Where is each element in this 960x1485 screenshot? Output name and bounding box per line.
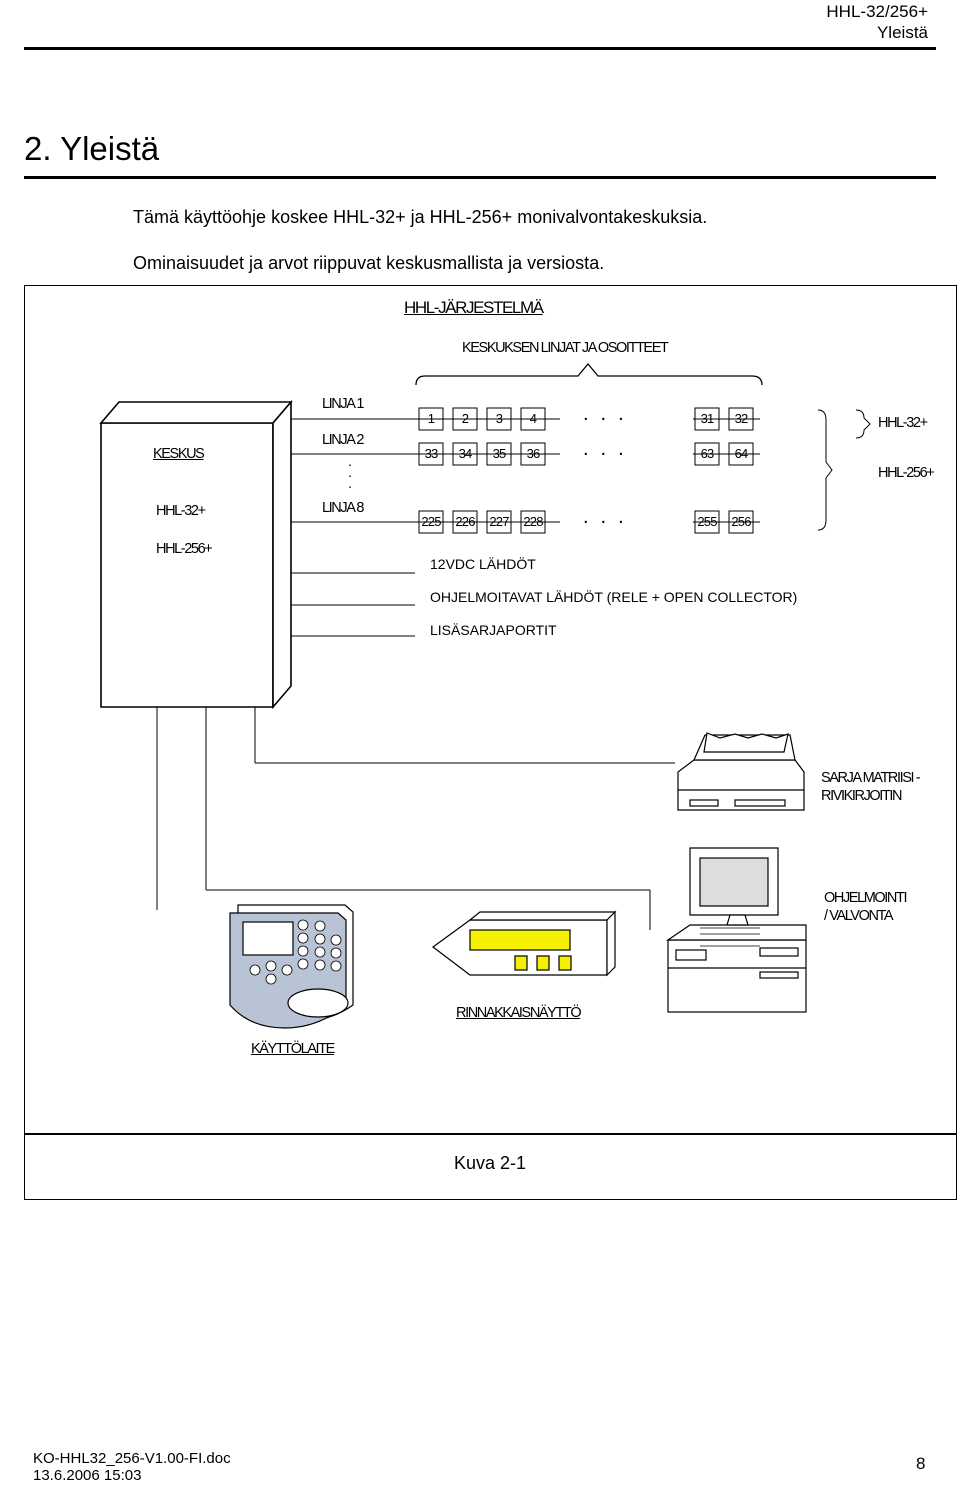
serial-ports-label: LISÄSARJAPORTIT [430,622,557,638]
address-2: 2 [461,411,469,426]
keypad-brand-logo: HHL [260,907,275,914]
address-32: 32 [734,411,749,426]
section-title-rule [24,176,936,179]
printer-label-line-2: RIVIKIRJOITIN [821,788,902,804]
figure-caption: Kuva 2-1 [453,1153,527,1173]
address-35: 35 [492,446,507,461]
address-64: 64 [734,446,749,461]
line-1-label: LINJA 1 [322,396,364,412]
line-8-label: LINJA 8 [322,500,364,516]
page-number: 8 [916,1454,926,1473]
central-model-1: HHL-32+ [156,503,206,519]
header-rule [24,47,936,50]
address-226: 226 [455,514,475,529]
address-row-3-ellipsis: ... [583,506,636,528]
system-title: HHL-JÄRJESTELMÄ [404,298,544,317]
intro-line-2: Ominaisuudet ja arvot riippuvat keskusma… [133,253,605,273]
pc-label-line-2: / VALVONTA [824,908,894,924]
printer-graphic [677,732,805,811]
address-225: 225 [421,514,441,529]
computer-graphic [666,847,807,1013]
address-3: 3 [495,411,503,426]
central-model-2: HHL-256+ [156,541,213,557]
address-63: 63 [700,446,715,461]
central-unit-label: KESKUS [153,446,205,462]
address-255: 255 [697,514,717,529]
keypad-graphic [229,904,354,1029]
address-row-1-ellipsis: ... [583,403,636,425]
header-section-name: Yleistä [876,23,928,42]
printer-label-line-1: SARJA MATRIISI - [821,770,921,786]
document-title: HHL-32/256+ [826,2,928,21]
address-34: 34 [458,446,473,461]
line-vertical-ellipsis: ... [348,453,352,491]
address-227: 227 [489,514,509,529]
parallel-display-graphic [431,910,617,977]
programmable-outputs-label: OHJELMOITAVAT LÄHDÖT (RELE + OPEN COLLEC… [430,589,798,605]
pc-label-line-1: OHJELMOINTI [824,890,907,906]
address-33: 33 [424,446,439,461]
diagram-frame [24,285,957,1200]
parallel-display-label: RINNAKKAISNÄYTTÖ [456,1005,582,1021]
caption-rule [24,1133,957,1135]
line-2-label: LINJA 2 [322,432,364,448]
range-label-small: HHL-32+ [878,415,928,431]
address-row-2-ellipsis: ... [583,438,636,460]
supply-outputs-label: 12VDC LÄHDÖT [430,556,536,572]
lines-title: KESKUKSEN LINJAT JA OSOITTEET [462,340,669,356]
central-unit-box [99,399,293,710]
intro-line-1: Tämä käyttöohje koskee HHL-32+ ja HHL-25… [133,207,708,227]
keypads-label: KÄYTTÖLAITE [251,1041,335,1057]
address-31: 31 [700,411,715,426]
address-1: 1 [427,411,435,426]
range-label-large: HHL-256+ [878,465,935,481]
footer-filename: KO-HHL32_256-V1.00-FI.doc [33,1450,231,1467]
address-256: 256 [731,514,751,529]
footer-datetime: 13.6.2006 15:03 [33,1467,142,1484]
address-36: 36 [526,446,541,461]
address-228: 228 [523,514,543,529]
address-4: 4 [529,411,537,426]
section-title: 2. Yleistä [24,130,160,167]
